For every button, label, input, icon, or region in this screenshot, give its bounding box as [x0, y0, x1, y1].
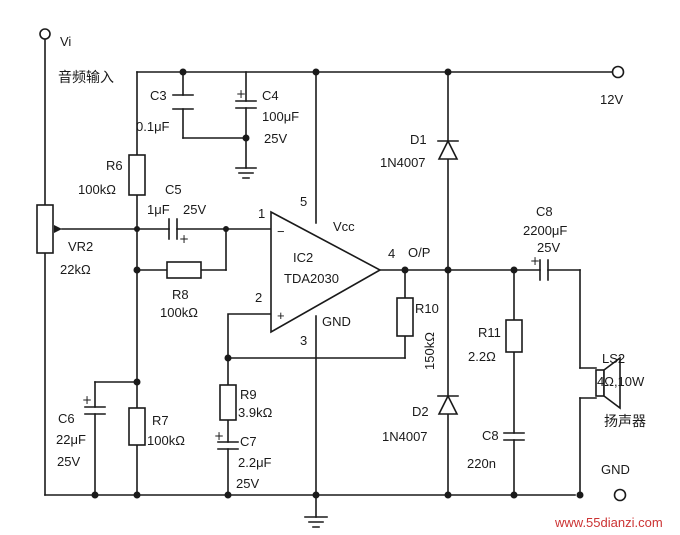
c6-capacitor[interactable] — [84, 406, 106, 415]
c4-name: C4 — [262, 88, 279, 103]
r10-name: R10 — [415, 301, 439, 316]
r11-value: 2.2Ω — [468, 349, 496, 364]
c6-rating: 25V — [57, 454, 80, 469]
c3-name: C3 — [150, 88, 167, 103]
c8-output-capacitor[interactable] — [539, 259, 549, 281]
d1-part: 1N4007 — [380, 155, 426, 170]
c5-value: 1μF — [147, 202, 170, 217]
r6-resistor-body[interactable] — [128, 154, 146, 196]
ls2-caption: 扬声器 — [604, 414, 646, 430]
gnd-label: GND — [601, 462, 630, 477]
r7-value: 100kΩ — [147, 433, 185, 448]
r8-name: R8 — [172, 287, 189, 302]
r11-name: R11 — [478, 325, 501, 340]
ls2-name: LS2 — [602, 351, 625, 366]
vi-caption: 音频输入 — [58, 69, 114, 86]
r7-resistor-body[interactable] — [128, 407, 146, 446]
r9-name: R9 — [240, 387, 257, 402]
c3-value: 0.1μF — [136, 119, 170, 134]
ic-gnd-label: GND — [322, 314, 351, 329]
c6-value: 22μF — [56, 432, 86, 447]
ic-pin2: 2 — [255, 290, 262, 305]
c3-capacitor[interactable] — [172, 94, 194, 110]
c7-capacitor[interactable] — [217, 441, 239, 450]
r8-resistor-body[interactable] — [166, 261, 202, 279]
ic2-amplifier-triangle[interactable] — [270, 210, 382, 334]
vi-label: Vi — [60, 34, 71, 49]
c6-polarity: + — [82, 393, 92, 407]
ic-designator: IC2 — [293, 250, 313, 265]
ic-minus-sign: − — [277, 224, 285, 239]
d2-part: 1N4007 — [382, 429, 428, 444]
c8-value: 220n — [467, 456, 496, 471]
c7-polarity: + — [214, 429, 224, 443]
vi-terminal[interactable] — [39, 28, 51, 40]
vr2-wiper-arrow — [54, 225, 62, 233]
c5-name: C5 — [165, 182, 182, 197]
c4-rating: 25V — [264, 131, 287, 146]
c7-name: C7 — [240, 434, 257, 449]
d1-name: D1 — [410, 132, 427, 147]
vr2-resistor-body[interactable] — [36, 204, 54, 254]
wires — [44, 39, 613, 528]
ic-plus-sign: + — [277, 308, 285, 323]
junction-dots — [91, 68, 584, 499]
ic-output-label: O/P — [408, 245, 430, 260]
c5-polarity: + — [179, 232, 189, 246]
ic-pin3: 3 — [300, 333, 307, 348]
ic-part: TDA2030 — [284, 271, 339, 286]
r10-value: 150kΩ — [422, 332, 437, 370]
c6-name: C6 — [58, 411, 75, 426]
gnd-terminal[interactable] — [613, 488, 627, 502]
d2-name: D2 — [412, 404, 429, 419]
c5-capacitor[interactable] — [168, 218, 178, 240]
c5-rating: 25V — [183, 202, 206, 217]
polarity-plus: + — [236, 87, 246, 101]
c8-output-polarity: + — [530, 254, 540, 268]
r6-name: R6 — [106, 158, 123, 173]
watermark: www.55dianzi.com — [554, 515, 663, 530]
supply-12v-terminal[interactable] — [611, 65, 625, 79]
r11-resistor-body[interactable] — [505, 319, 523, 353]
c4-capacitor[interactable] — [235, 100, 257, 109]
c4-value: 100μF — [262, 109, 299, 124]
c7-rating: 25V — [236, 476, 259, 491]
ls2-speaker[interactable] — [595, 356, 621, 410]
d2-diode[interactable] — [437, 394, 459, 415]
c7-value: 2.2μF — [238, 455, 272, 470]
c8-name: C8 — [482, 428, 499, 443]
ic-pin1: 1 — [258, 206, 265, 221]
c8-output-value: 2200μF — [523, 223, 567, 238]
vr2-value: 22kΩ — [60, 262, 91, 277]
r7-name: R7 — [152, 413, 169, 428]
ls2-value: 4Ω,10W — [597, 374, 645, 389]
r10-resistor-body[interactable] — [396, 297, 414, 337]
c8-output-name: C8 — [536, 204, 553, 219]
r8-value: 100kΩ — [160, 305, 198, 320]
d1-diode[interactable] — [437, 139, 459, 160]
r9-value: 3.9kΩ — [238, 405, 273, 420]
r9-resistor-body[interactable] — [219, 384, 237, 421]
c8-capacitor[interactable] — [503, 432, 525, 441]
vr2-name: VR2 — [68, 239, 93, 254]
r6-value: 100kΩ — [78, 182, 116, 197]
ic-pin4: 4 — [388, 246, 395, 261]
ic-vcc-label: Vcc — [333, 219, 355, 234]
supply-label: 12V — [600, 92, 623, 107]
ic-pin5: 5 — [300, 194, 307, 209]
c8-output-rating: 25V — [537, 240, 560, 255]
